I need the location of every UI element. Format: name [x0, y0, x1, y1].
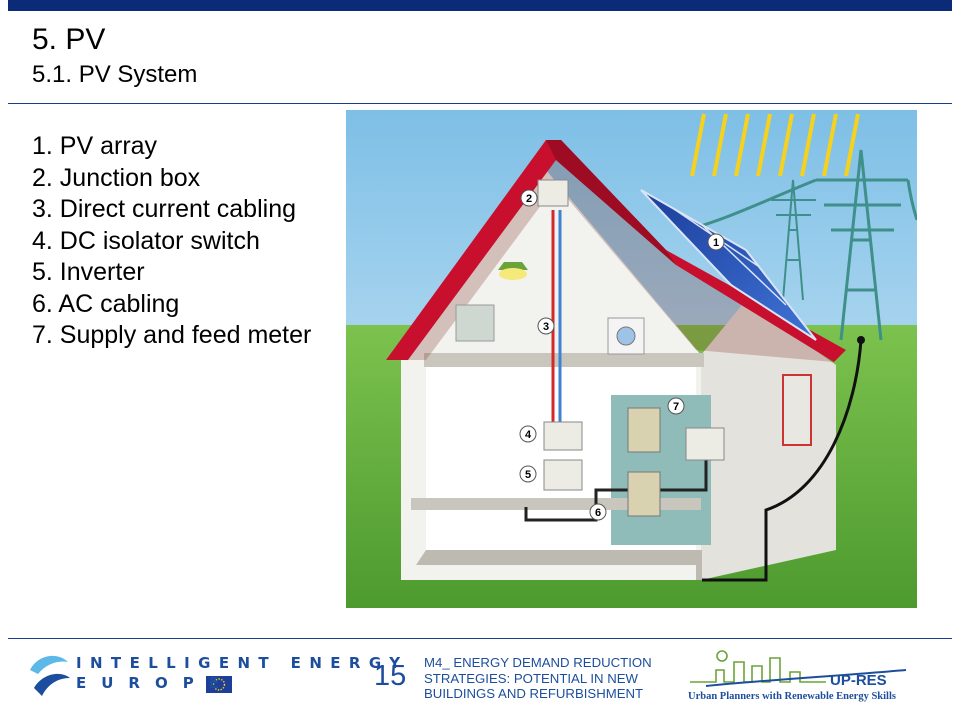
callout-label: 2: [526, 193, 532, 205]
callouts: 2 1 3 4 5 6 7: [519, 189, 725, 521]
list-item: 2. Junction box: [32, 163, 201, 192]
title-divider: [8, 103, 952, 104]
up-res-tagline: Urban Planners with Renewable Energy Ski…: [688, 691, 896, 702]
pv-system-illustration: 2 1 3 4 5 6 7: [346, 110, 917, 608]
callout-label: 1: [713, 237, 719, 249]
component-list: 1. PV array 2. Junction box 3. Direct cu…: [32, 131, 311, 352]
page-subtitle: 5.1. PV System: [32, 61, 198, 88]
list-item: 1. PV array: [32, 132, 158, 160]
callout-label: 7: [673, 401, 679, 413]
switch-box: [685, 427, 725, 461]
logo-swoosh-icon: [34, 673, 70, 696]
logo-swoosh-icon: [30, 655, 68, 674]
logo-text-line1: INTELLIGENT ENERGY: [76, 654, 409, 672]
power-pylon-far: [771, 179, 816, 301]
logo-swoosh-icon: [705, 669, 907, 687]
list-item: 3. Direct current cabling: [32, 195, 297, 223]
page-title: 5. PV: [32, 23, 106, 56]
dc-isolator-switch: [543, 421, 583, 451]
eu-flag-icon: [206, 676, 232, 693]
logo-text-line2: EUROPE: [76, 674, 234, 692]
callout-label: 3: [543, 321, 549, 333]
list-item: 4. DC isolator switch: [32, 226, 260, 255]
ceiling-lamp: [498, 262, 528, 270]
module-title-line: M4_ ENERGY DEMAND REDUCTION: [424, 655, 652, 670]
top-bar-fill: [8, 0, 952, 11]
power-pylon-near: [685, 149, 917, 341]
window: [782, 374, 812, 446]
meter-cabinet: [611, 395, 711, 545]
module-title: M4_ ENERGY DEMAND REDUCTION STRATEGIES: …: [424, 655, 674, 702]
computer: [455, 304, 495, 342]
callout-label: 6: [595, 507, 601, 519]
list-item: 5. Inverter: [32, 258, 145, 286]
page-number: 15: [374, 660, 407, 692]
footer-divider: [8, 638, 952, 639]
callout-label: 4: [525, 429, 532, 441]
callout-label: 5: [525, 469, 531, 481]
module-title-line: STRATEGIES: POTENTIAL IN NEW: [424, 670, 638, 686]
feed-meter: [627, 471, 661, 517]
list-item: 7. Supply and feed meter: [32, 321, 312, 349]
up-res-name: UP-RES: [830, 672, 887, 689]
intelligent-energy-europe-logo: [30, 655, 232, 696]
skyline-icon: [690, 650, 826, 683]
house: [401, 170, 836, 580]
roof: [386, 140, 846, 362]
inverter: [543, 459, 583, 491]
junction-box: [537, 179, 569, 207]
top-bar: [0, 0, 960, 14]
sun-rays: [690, 113, 860, 177]
devices: [455, 179, 725, 517]
up-res-logo: [690, 650, 907, 687]
list-item: 6. AC cabling: [32, 289, 180, 318]
supply-meter: [627, 407, 661, 453]
module-title-line: BUILDINGS AND REFURBISHMENT: [424, 686, 644, 701]
